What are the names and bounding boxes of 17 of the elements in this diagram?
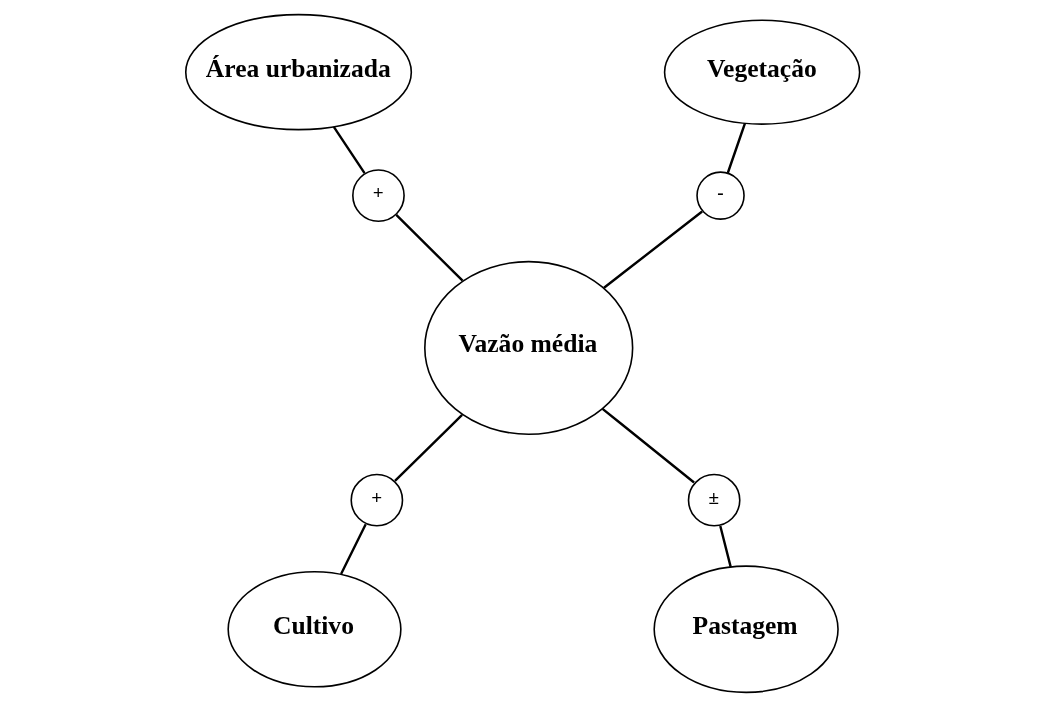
node-ellipse: Área urbanizada [184, 13, 412, 131]
node-circle: - [695, 171, 745, 220]
connector [726, 122, 746, 174]
connector [601, 407, 695, 484]
node-ellipse: Cultivo [226, 570, 402, 688]
connector [339, 523, 367, 575]
connector [602, 210, 703, 289]
node-circle: ± [687, 473, 741, 527]
connector [332, 126, 366, 174]
node-circle: + [351, 169, 405, 223]
connector [393, 414, 463, 482]
node-circle: + [349, 473, 403, 527]
node-ellipse: Pastagem [652, 565, 839, 694]
node-ellipse: Vegetação [663, 19, 860, 125]
connector [718, 525, 732, 568]
node-ellipse: Vazão média [423, 260, 633, 436]
connector [394, 214, 463, 282]
